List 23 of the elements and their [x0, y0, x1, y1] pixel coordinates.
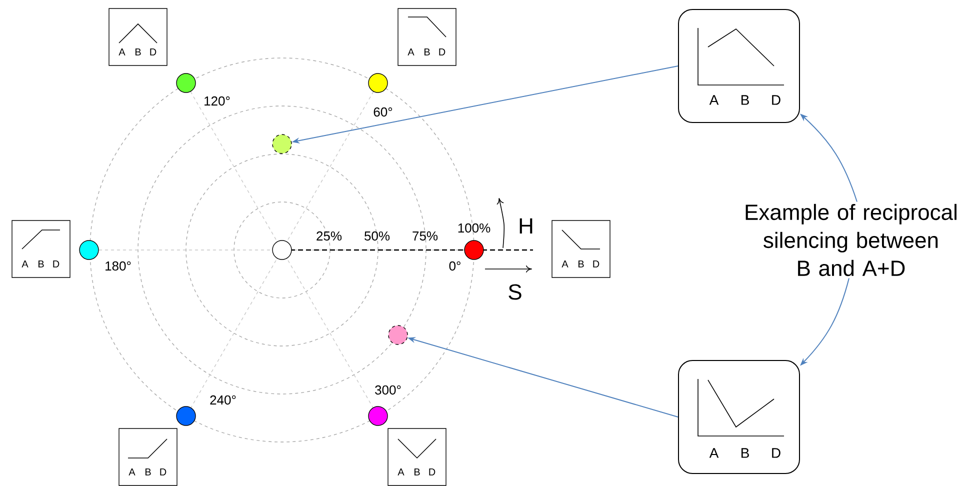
profile-box: A B D	[388, 428, 446, 486]
percent-label: 75%	[412, 231, 438, 241]
note-text: Example of reciprocal silencing between B and A+D	[746, 204, 956, 276]
axis-letter: S	[508, 284, 522, 300]
angle-label: 300°	[375, 385, 401, 395]
color-dot	[388, 325, 408, 345]
angle-label: 0°	[449, 261, 460, 271]
color-dot	[272, 240, 292, 260]
color-dot	[272, 134, 292, 154]
angle-label: 180°	[106, 261, 131, 271]
axis-letter: H	[520, 218, 532, 234]
profile-box: A B D	[12, 220, 70, 278]
profile-box: A B D	[118, 428, 178, 486]
percent-label: 25%	[316, 231, 342, 241]
angle-label: 120°	[204, 96, 230, 106]
percent-label: 50%	[364, 231, 390, 241]
angle-label: 60°	[374, 107, 392, 117]
profile-box: A B D	[552, 220, 610, 278]
profile-box: A B D	[398, 8, 456, 66]
angle-label: 240°	[210, 395, 236, 405]
profile-chart-box: A B D	[678, 360, 800, 474]
profile-chart-box: A B D	[678, 9, 800, 123]
profile-box: A B D	[108, 8, 168, 66]
